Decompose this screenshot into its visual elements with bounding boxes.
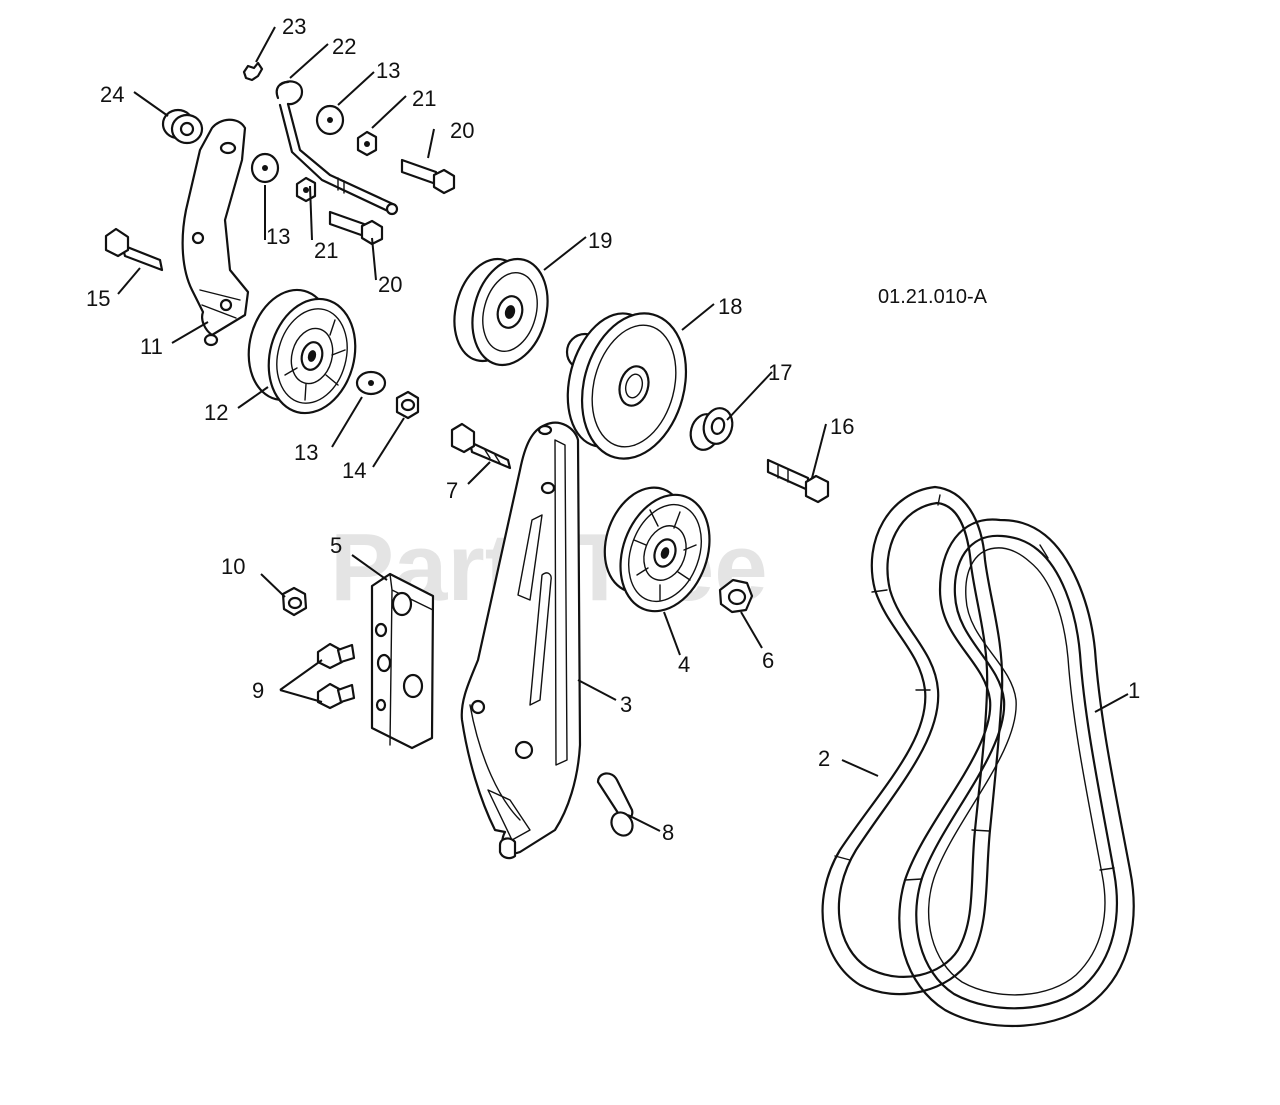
- part-22-rod: [275, 80, 399, 216]
- part-16-bolt: [766, 458, 830, 504]
- callout-22: 22: [332, 34, 356, 59]
- callout-7: 7: [446, 478, 458, 503]
- part-15-bolt: [104, 227, 164, 272]
- part-17-spacer: [689, 407, 734, 451]
- part-4-idler-pulley: [603, 486, 711, 613]
- callout-19: 19: [588, 228, 612, 253]
- callout-24: 24: [100, 82, 124, 107]
- part-5-mounting-plate: [370, 572, 435, 750]
- callout-14: 14: [342, 458, 366, 483]
- part-11-idler-bracket: [181, 118, 250, 347]
- part-20-bolt-upper: [400, 158, 456, 195]
- callout-10: 10: [221, 554, 245, 579]
- part-13-washer-middle: [250, 152, 280, 184]
- part-12-idler-pulley: [247, 288, 357, 415]
- diagram-code: 01.21.010-A: [878, 286, 988, 308]
- callout-13-middle: 13: [266, 224, 290, 249]
- part-7-bolt: [450, 422, 512, 470]
- callout-20-lower: 20: [378, 272, 402, 297]
- callout-16: 16: [830, 414, 854, 439]
- callout-3: 3: [620, 692, 632, 717]
- part-10-nut: [281, 586, 308, 617]
- part-13-washer-lower: [355, 370, 387, 396]
- callout-17: 17: [768, 360, 792, 385]
- part-14-nut: [395, 390, 420, 420]
- part-2-belt: [821, 485, 1004, 996]
- part-23-clip: [242, 61, 264, 82]
- callout-8: 8: [662, 820, 674, 845]
- part-20-bolt-lower: [328, 210, 384, 246]
- part-1-belt: [898, 518, 1135, 1028]
- callout-6: 6: [762, 648, 774, 673]
- part-13-washer-upper: [315, 104, 345, 136]
- part-3-idler-arm: [460, 421, 582, 860]
- callout-20-upper: 20: [450, 118, 474, 143]
- callout-13-lower: 13: [294, 440, 318, 465]
- callout-23: 23: [282, 14, 306, 39]
- leader-lines: [117, 26, 1129, 832]
- callout-1: 1: [1128, 678, 1140, 703]
- callout-11: 11: [140, 334, 163, 359]
- part-8-shoulder-bolt: [596, 772, 634, 837]
- callout-9: 9: [252, 678, 264, 703]
- part-21-nut-lower: [295, 176, 317, 203]
- part-6-nut: [718, 578, 754, 614]
- callout-13-upper: 13: [376, 58, 400, 83]
- part-19-pulley: [453, 257, 549, 367]
- callout-15: 15: [86, 286, 110, 311]
- callout-18: 18: [718, 294, 742, 319]
- callout-21-upper: 21: [412, 86, 436, 111]
- callouts: 1 2 3 4 5 6 7 8 9 10 11 12 13 13 13 14 1…: [86, 14, 1140, 845]
- callout-5: 5: [330, 533, 342, 558]
- callout-4: 4: [678, 652, 690, 677]
- callout-2: 2: [818, 746, 830, 771]
- part-21-nut-upper: [356, 130, 378, 157]
- part-18-pulley: [565, 312, 688, 460]
- part-9-screws: [316, 642, 356, 710]
- callout-21-lower: 21: [314, 238, 338, 263]
- part-24-bushing: [161, 108, 204, 145]
- callout-12: 12: [204, 400, 228, 425]
